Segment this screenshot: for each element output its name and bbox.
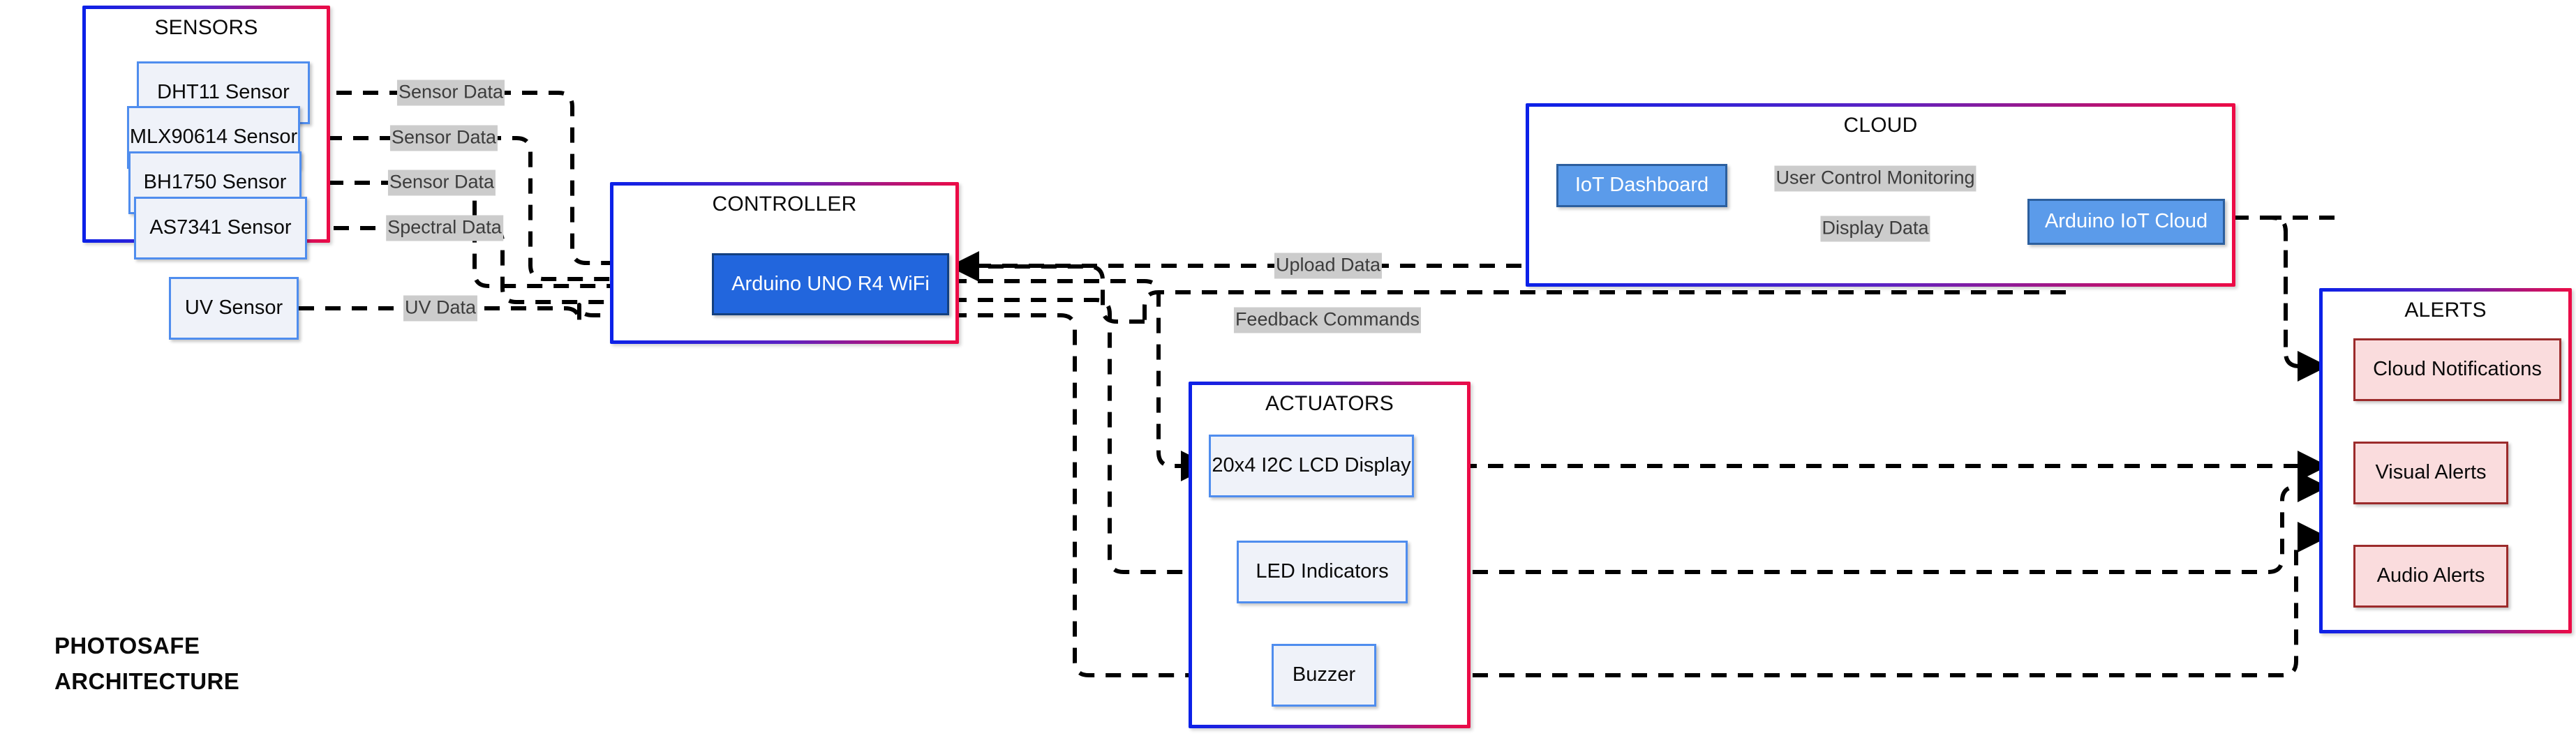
- edge-label-upload-data: Upload Data: [1274, 253, 1383, 279]
- edge-label-sensor-data-3: Sensor Data: [387, 170, 496, 196]
- node-lcd-display[interactable]: 20x4 I2C LCD Display: [1209, 435, 1414, 497]
- edge-label-spectral-data: Spectral Data: [386, 215, 503, 241]
- node-buzzer[interactable]: Buzzer: [1272, 644, 1376, 707]
- edge-leds-visual-alerts: [1367, 472, 2328, 574]
- edge-label-feedback-commands: Feedback Commands: [1233, 307, 1422, 333]
- edge-uv-arduino: [299, 300, 706, 331]
- edge-label-user-control-monitoring: User Control Monitoring: [1774, 165, 1976, 192]
- edge-label-sensor-data-2: Sensor Data: [389, 125, 498, 151]
- edge-buzzer-audio-alerts: [1367, 522, 2328, 677]
- node-iot-dashboard[interactable]: IoT Dashboard: [1556, 164, 1727, 207]
- node-visual-alerts[interactable]: Visual Alerts: [2353, 442, 2508, 504]
- node-as7341-sensor[interactable]: AS7341 Sensor: [134, 197, 307, 259]
- node-arduino-uno-r4-wifi[interactable]: Arduino UNO R4 WiFi: [712, 253, 949, 315]
- group-title-cloud: CLOUD: [1843, 114, 1918, 137]
- page-title: PHOTOSAFE ARCHITECTURE: [54, 633, 240, 695]
- node-cloud-notifications[interactable]: Cloud Notifications: [2353, 338, 2561, 401]
- edge-mlx90614-arduino: [300, 136, 706, 294]
- edge-arduino-lcd: [951, 279, 1212, 481]
- edge-label-sensor-data-1: Sensor Data: [396, 80, 505, 106]
- group-title-actuators: ACTUATORS: [1265, 392, 1394, 415]
- edge-cloud-notifications-trunk: [2233, 216, 2324, 368]
- node-audio-alerts[interactable]: Audio Alerts: [2353, 545, 2508, 608]
- node-uv-sensor[interactable]: UV Sensor: [169, 277, 299, 340]
- edge-dht11-arduino: [310, 91, 706, 278]
- group-title-sensors: SENSORS: [154, 16, 258, 39]
- group-title-controller: CONTROLLER: [712, 193, 857, 216]
- edge-arduino-leds: [951, 298, 1239, 587]
- group-title-alerts: ALERTS: [2404, 299, 2487, 322]
- edge-arduino-buzzer: [951, 313, 1274, 691]
- edge-label-uv-data: UV Data: [403, 295, 478, 322]
- edge-label-display-data: Display Data: [1820, 216, 1930, 242]
- node-arduino-iot-cloud[interactable]: Arduino IoT Cloud: [2027, 199, 2225, 245]
- node-led-indicators[interactable]: LED Indicators: [1237, 541, 1408, 603]
